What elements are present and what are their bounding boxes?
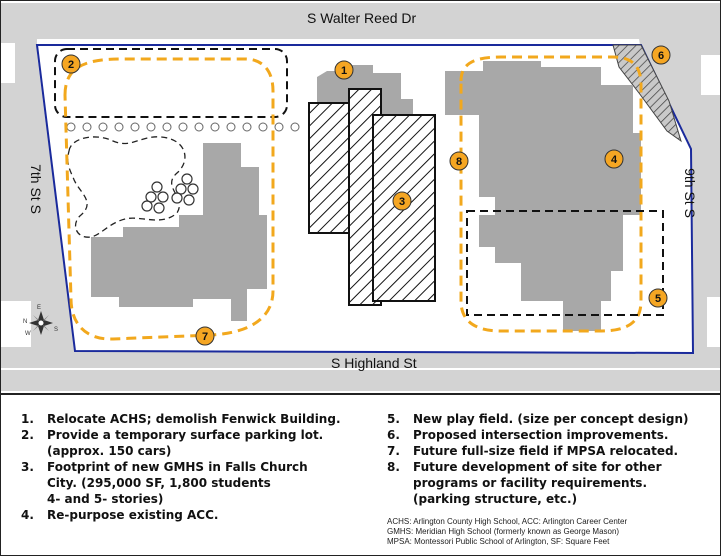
flower-icon — [141, 173, 199, 214]
marker-8: 8 — [449, 151, 469, 171]
svg-text:1: 1 — [341, 65, 347, 77]
future-field-outline-7 — [63, 57, 275, 341]
compass-rose-icon: N W E S — [23, 305, 58, 337]
marker-6: 6 — [651, 45, 671, 65]
legend-right-column: 5.New play field. (size per concept desi… — [387, 411, 717, 507]
temporary-parking-outline — [54, 48, 288, 118]
site-map: N W E S 1 2 3 4 5 6 — [1, 1, 720, 393]
road-south — [1, 351, 720, 391]
svg-text:E: E — [37, 305, 41, 311]
svg-text:S: S — [54, 327, 58, 333]
marker-5: 5 — [648, 288, 668, 308]
legend-item-7: 7.Future full-size field if MPSA relocat… — [387, 444, 679, 458]
marker-3: 3 — [392, 191, 412, 211]
new-play-field-outline — [466, 210, 664, 316]
tree-row — [66, 122, 300, 132]
svg-text:8: 8 — [456, 156, 462, 168]
legend-item-5: 5.New play field. (size per concept desi… — [387, 412, 689, 426]
road-north — [1, 3, 720, 39]
legend-item-1: 1.Relocate ACHS; demolish Fenwick Buildi… — [21, 412, 341, 426]
svg-text:7: 7 — [202, 331, 208, 343]
svg-text:4: 4 — [611, 154, 618, 166]
street-label-east: 9th St S — [681, 168, 698, 218]
svg-text:N: N — [23, 319, 27, 325]
street-label-west: 7th St S — [27, 164, 44, 214]
marker-2: 2 — [61, 54, 81, 74]
legend-item-3: 3.Footprint of new GMHS in Falls Church … — [21, 460, 308, 506]
legend-item-2: 2.Provide a temporary surface parking lo… — [21, 428, 324, 458]
abbreviation-line: ACHS: Arlington County High School, ACC:… — [387, 517, 628, 526]
legend-item-8: 8.Future development of site for other p… — [387, 460, 662, 506]
svg-text:W: W — [25, 331, 31, 337]
marker-4: 4 — [604, 149, 624, 169]
intersection-improvement-area — [612, 44, 682, 143]
marker-1: 1 — [334, 60, 354, 80]
svg-text:5: 5 — [655, 293, 661, 305]
legend-item-4: 4.Re-purpose existing ACC. — [21, 508, 219, 522]
walking-path — [67, 136, 186, 238]
legend-left-column: 1.Relocate ACHS; demolish Fenwick Buildi… — [21, 411, 371, 523]
legend-item-6: 6.Proposed intersection improvements. — [387, 428, 669, 442]
legend-panel: 1.Relocate ACHS; demolish Fenwick Buildi… — [1, 393, 720, 555]
abbreviation-line: GMHS: Meridian High School (formerly kno… — [387, 527, 620, 536]
svg-text:3: 3 — [399, 196, 405, 208]
future-development-outline-8 — [459, 55, 643, 333]
svg-text:2: 2 — [68, 59, 74, 71]
street-label-north: S Walter Reed Dr — [307, 10, 417, 26]
marker-7: 7 — [195, 326, 215, 346]
abbreviation-notes: ACHS: Arlington County High School, ACC:… — [387, 517, 627, 547]
street-label-south: S Highland St — [331, 355, 417, 371]
svg-text:6: 6 — [658, 50, 664, 62]
abbreviation-line: MPSA: Montessori Public School of Arling… — [387, 537, 610, 546]
